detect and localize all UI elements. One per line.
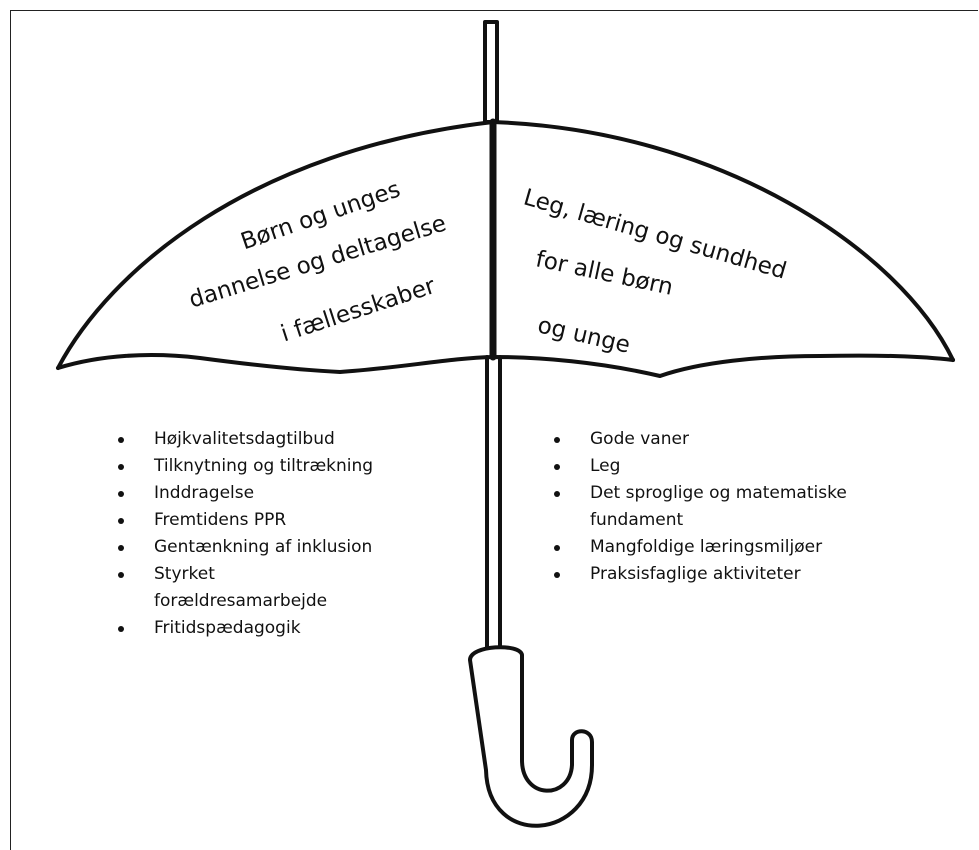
left-bullet-list: Højkvalitetsdagtilbud Tilknytning og til… [112, 426, 442, 642]
umbrella-tip [483, 20, 499, 124]
list-item: Fremtidens PPR [112, 507, 442, 534]
list-item: Gentænkning af inklusion [112, 534, 442, 561]
list-item: Mangfoldige læringsmiljøer [548, 534, 948, 561]
umbrella-handle [468, 645, 594, 828]
list-item: Inddragelse [112, 480, 442, 507]
right-bullet-list: Gode vaner Leg Det sproglige og matemati… [548, 426, 948, 588]
list-item: Højkvalitetsdagtilbud [112, 426, 442, 453]
list-item: Tilknytning og tiltrækning [112, 453, 442, 480]
umbrella-canopy [56, 120, 955, 370]
diagram-frame [10, 10, 978, 850]
umbrella-shaft [485, 355, 502, 652]
list-item: Styrket forældresamarbejde [112, 561, 374, 615]
list-item: Det sproglige og matematiske fundament [548, 480, 920, 534]
list-item: Praksisfaglige aktiviteter [548, 561, 948, 588]
list-item: Gode vaner [548, 426, 948, 453]
list-item: Leg [548, 453, 948, 480]
list-item: Fritidspædagogik [112, 615, 442, 642]
